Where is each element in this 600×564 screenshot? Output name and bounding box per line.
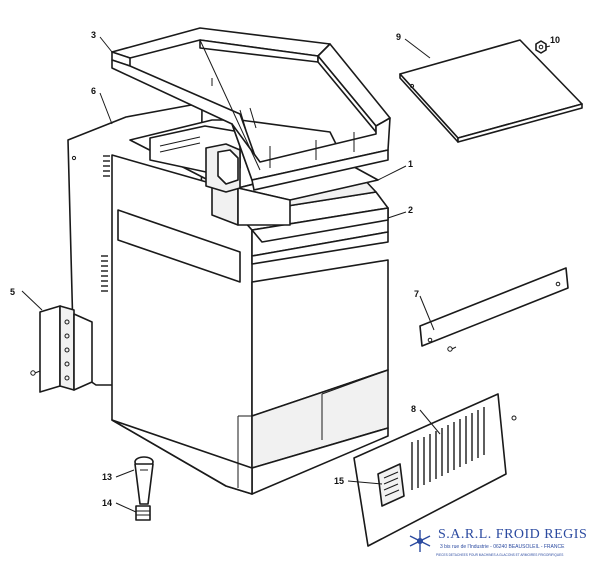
back-panel-vents [101, 155, 110, 292]
callout-2: 2 [408, 205, 413, 215]
front-trim-strip [419, 267, 569, 352]
front-grille-panel [353, 393, 517, 547]
callout-6: 6 [91, 86, 96, 96]
leader-lines [21, 36, 551, 513]
callout-5: 5 [10, 287, 15, 297]
top-cover-plate [399, 39, 583, 143]
callout-8: 8 [411, 404, 416, 414]
callout-numbers: 3 6 9 10 1 2 5 7 8 13 14 15 [10, 30, 560, 508]
evaporator-assembly [149, 107, 257, 193]
callout-13: 13 [102, 472, 112, 482]
callout-7: 7 [414, 289, 419, 299]
callout-15: 15 [334, 476, 344, 486]
callout-1: 1 [408, 159, 413, 169]
logo-address: 3 bis rue de l'Industrie - 06240 BEAUSOL… [440, 544, 565, 550]
callout-14: 14 [102, 498, 112, 508]
hex-nut [535, 40, 547, 54]
logo-fineprint: PIECES DETACHEES POUR MACHINES A GLACONS… [436, 553, 563, 557]
control-plate [377, 463, 405, 507]
adjustable-foot [134, 456, 154, 521]
grille-louvres [411, 407, 485, 490]
callout-3: 3 [91, 30, 96, 40]
callout-10: 10 [550, 35, 560, 45]
company-logo: S.A.R.L. FROID REGIS 3 bis rue de l'Indu… [409, 527, 587, 557]
logo-title: S.A.R.L. FROID REGIS [438, 527, 587, 542]
side-bracket [30, 305, 93, 393]
callout-9: 9 [396, 32, 401, 42]
lid-frame [111, 27, 391, 191]
snowflake-icon [409, 530, 431, 552]
cabinet-body [111, 154, 389, 495]
